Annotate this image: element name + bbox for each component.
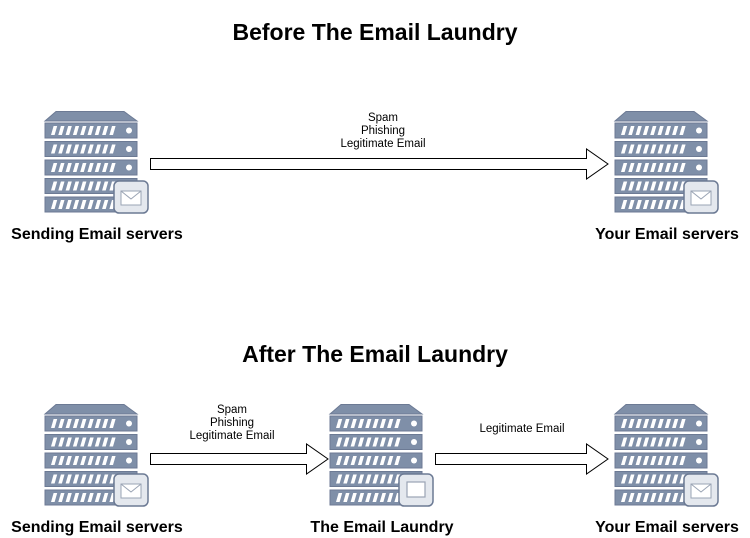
title-before: Before The Email Laundry [232, 19, 518, 45]
arrow-label-line-phishing: Phishing [209, 417, 255, 429]
arrow-label-line-legitimate: Legitimate Email [189, 430, 275, 442]
arrow-label-line-spam: Spam [367, 112, 399, 124]
arrow-label-before: Spam Phishing Legitimate Email [303, 112, 463, 151]
arrow-label-line-legitimate: Legitimate Email [340, 138, 426, 150]
your-server-icon-after [613, 404, 719, 507]
sending-server-icon [43, 111, 149, 214]
arrow-after-1 [150, 443, 329, 475]
email-laundry-label: The Email Laundry [310, 519, 454, 536]
title-after: After The Email Laundry [242, 341, 508, 367]
sending-servers-label: Sending Email servers [11, 226, 183, 243]
your-servers-label: Your Email servers [595, 226, 739, 243]
arrow-label-line-phishing: Phishing [360, 125, 406, 137]
your-servers-label-after: Your Email servers [595, 519, 739, 536]
arrow-label-line-spam: Spam [216, 404, 248, 416]
sending-servers-label-after: Sending Email servers [11, 519, 183, 536]
arrow-label-after-1: Spam Phishing Legitimate Email [162, 404, 302, 443]
sending-server-icon-after [43, 404, 149, 507]
arrow-after-2 [435, 443, 609, 475]
arrow-label-after-2: Legitimate Email [452, 423, 592, 436]
arrow-label-line-legitimate: Legitimate Email [479, 423, 565, 435]
arrow-before [150, 148, 609, 180]
your-server-icon [613, 111, 719, 214]
email-laundry-server-icon [328, 404, 434, 507]
